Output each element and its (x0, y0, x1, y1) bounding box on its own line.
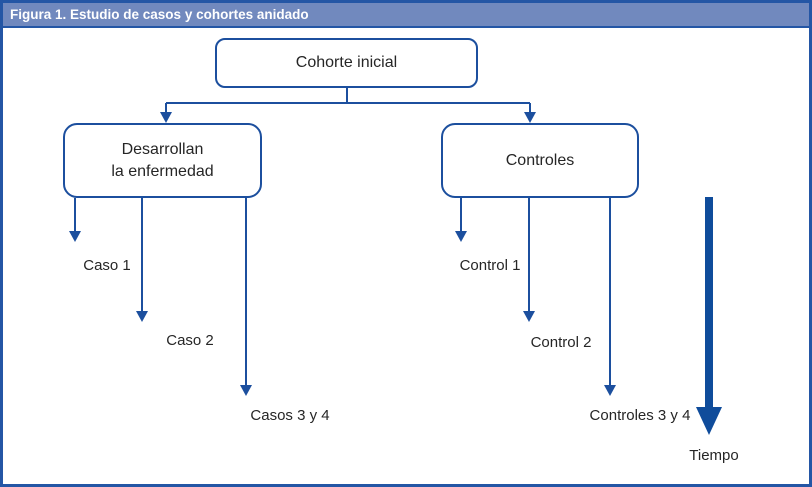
box-controles: Controles (441, 123, 639, 198)
case-arrow-lines (74, 198, 247, 386)
box-desarrollan-enfermedad: Desarrollan la enfermedad (63, 123, 262, 198)
time-axis-arrow (696, 197, 722, 435)
label-control-1: Control 1 (459, 257, 521, 274)
figure-title: Estudio de casos y cohortes anidado (70, 7, 309, 22)
control-arrow-lines (460, 198, 611, 386)
figure-number: Figura 1. (10, 7, 67, 22)
label-control-2: Control 2 (530, 334, 592, 351)
label-caso-1: Caso 1 (83, 257, 131, 274)
box-cohorte-inicial: Cohorte inicial (215, 38, 478, 88)
flowchart-connectors (69, 88, 722, 435)
branch-connector-lines (165, 88, 531, 113)
box-cases-label-line2: la enfermedad (111, 162, 214, 180)
label-casos-3-y-4: Casos 3 y 4 (250, 407, 330, 424)
box-controles-label: Controles (505, 151, 575, 169)
figure-caption-bar: Figura 1. Estudio de casos y cohortes an… (3, 3, 809, 28)
label-caso-2: Caso 2 (166, 332, 214, 349)
arrowhead-icons (69, 112, 616, 396)
box-cohorte-inicial-label: Cohorte inicial (295, 54, 398, 72)
label-controles-3-y-4: Controles 3 y 4 (589, 407, 691, 424)
box-cases-label-line1: Desarrollan (121, 140, 204, 158)
label-tiempo: Tiempo (689, 447, 739, 464)
